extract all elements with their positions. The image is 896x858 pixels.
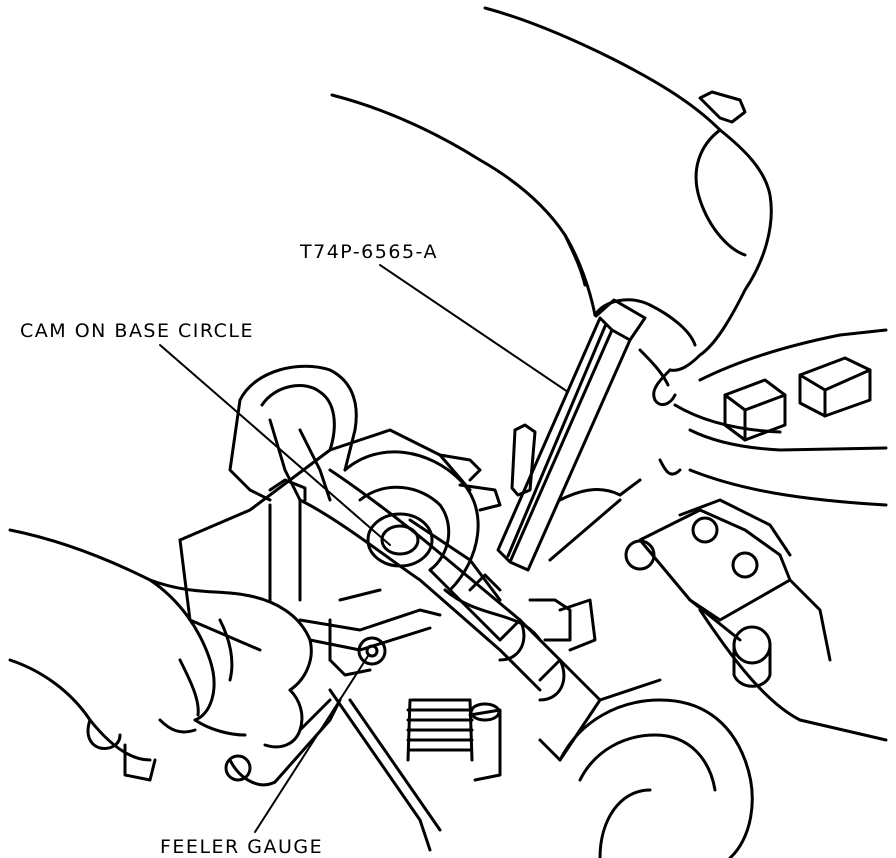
left-hand bbox=[8, 528, 342, 787]
callout-feeler-gauge: FEELER GAUGE bbox=[160, 836, 324, 858]
callout-cam-on-base-circle: CAM ON BASE CIRCLE bbox=[20, 320, 255, 342]
rocker-bracket bbox=[624, 498, 832, 722]
cylinder-head bbox=[178, 423, 888, 852]
valve-spring bbox=[406, 698, 502, 782]
torque-wrench bbox=[298, 468, 602, 702]
leader-lines bbox=[159, 264, 569, 833]
callout-tool-t74p-6565-a: T74P-6565-A bbox=[300, 241, 438, 263]
right-hand bbox=[330, 6, 773, 407]
leader-tool bbox=[379, 264, 569, 393]
tool-t74p-6565-a bbox=[496, 298, 647, 572]
leader-feeler bbox=[254, 655, 369, 833]
lower-right-housing bbox=[538, 698, 754, 858]
feeler-gauge bbox=[298, 588, 442, 677]
upper-right-bracket bbox=[673, 328, 888, 507]
leader-cam bbox=[159, 344, 391, 546]
